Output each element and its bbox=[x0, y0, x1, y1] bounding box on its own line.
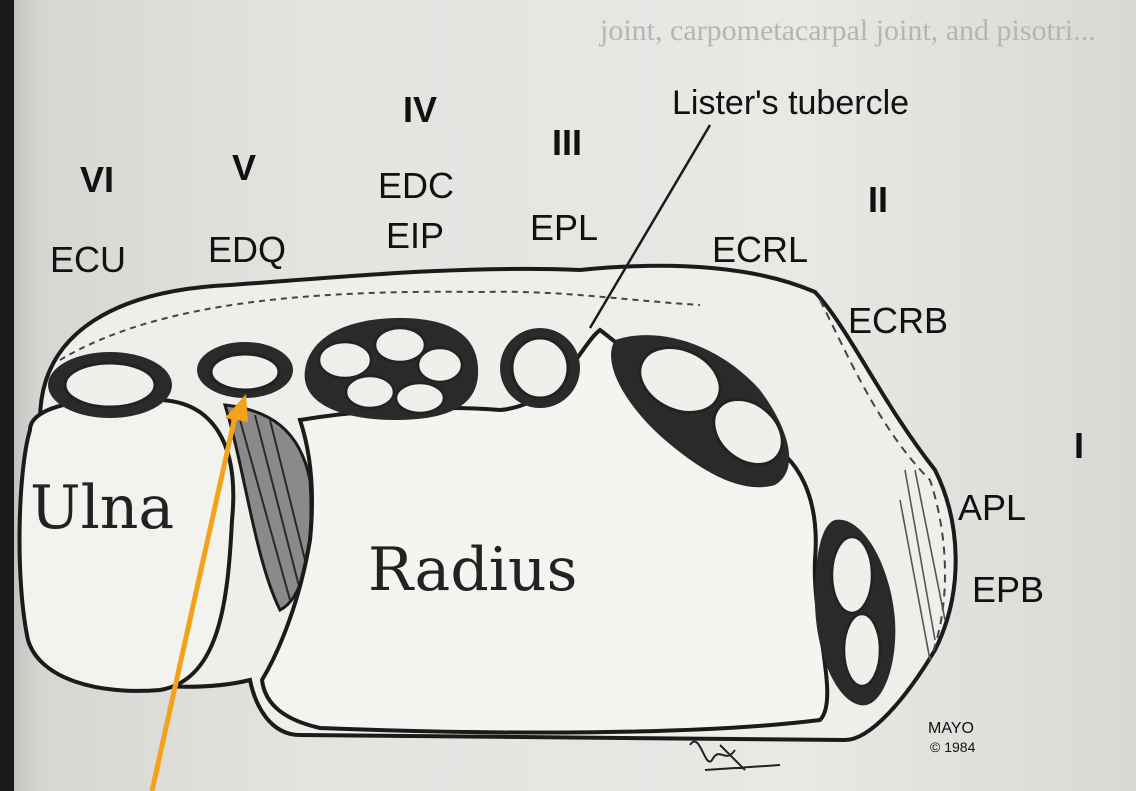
label-epl: EPL bbox=[530, 207, 598, 248]
edc-tendon-2 bbox=[375, 328, 425, 362]
ulna-label: Ulna bbox=[30, 473, 174, 543]
numeral-v: V bbox=[232, 147, 256, 188]
ecu-tendon bbox=[65, 363, 155, 407]
label-apl: APL bbox=[958, 487, 1026, 528]
epb-tendon bbox=[844, 614, 880, 686]
listers-tubercle-label: Lister's tubercle bbox=[672, 84, 909, 122]
ulna-bone bbox=[20, 399, 234, 691]
label-ecrb: ECRB bbox=[848, 300, 948, 341]
epl-tendon bbox=[512, 338, 568, 398]
numeral-iii: III bbox=[552, 122, 582, 163]
credit-mayo: MAYO bbox=[928, 720, 974, 737]
numeral-iv: IV bbox=[403, 89, 437, 130]
edc-tendon-4 bbox=[346, 376, 394, 408]
label-edq: EDQ bbox=[208, 229, 286, 270]
credit-year: © 1984 bbox=[930, 739, 976, 755]
label-ecrl: ECRL bbox=[712, 229, 808, 270]
label-eip: EIP bbox=[386, 215, 444, 256]
edq-tendon bbox=[211, 354, 279, 390]
label-edc: EDC bbox=[378, 165, 454, 206]
numeral-ii: II bbox=[868, 179, 888, 220]
numeral-vi: VI bbox=[80, 159, 114, 200]
label-ecu: ECU bbox=[50, 239, 126, 280]
edc-tendon-1 bbox=[319, 342, 371, 378]
numeral-i: I bbox=[1074, 425, 1084, 466]
label-epb: EPB bbox=[972, 569, 1044, 610]
bleed-through-text: joint, carpometacarpal joint, and pisotr… bbox=[599, 14, 1096, 47]
artist-signature bbox=[690, 742, 780, 770]
radius-label: Radius bbox=[368, 535, 577, 605]
apl-tendon bbox=[832, 537, 872, 613]
edc-tendon-3 bbox=[418, 348, 462, 382]
eip-tendon bbox=[396, 383, 444, 413]
